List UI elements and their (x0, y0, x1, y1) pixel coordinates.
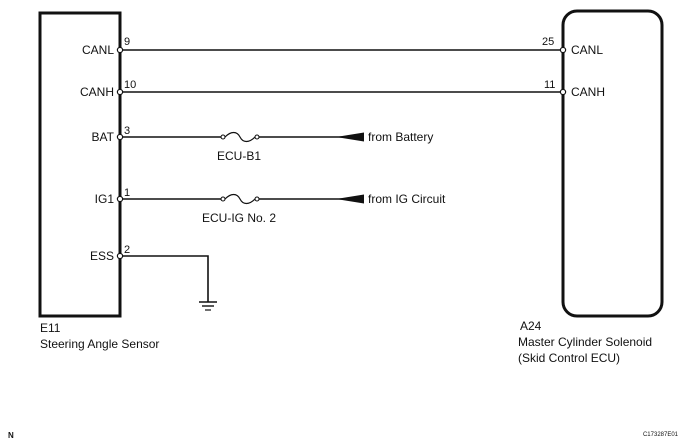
terminal-canh-right (559, 88, 567, 96)
fuse-ecu-b1-symbol (224, 131, 256, 143)
steering-angle-sensor-box (38, 11, 122, 318)
left-component-code: E11 (40, 321, 61, 335)
fuse-ecu-b1-terminal-right (254, 134, 260, 140)
terminal-canl-left (116, 46, 124, 54)
pin-label-ess: ESS (90, 249, 114, 263)
right-component-code: A24 (520, 319, 542, 333)
pin-number-3: 3 (124, 125, 130, 137)
pin-label-canh-left: CANH (80, 85, 114, 99)
arrow-from-battery-icon (336, 132, 364, 142)
pin-label-canl-right: CANL (571, 43, 603, 57)
left-component-name: Steering Angle Sensor (40, 337, 159, 351)
source-from-battery: from Battery (368, 130, 433, 144)
fuse-ecu-ig-terminal-right (254, 196, 260, 202)
pin-label-canl-left: CANL (82, 43, 114, 57)
pin-label-bat: BAT (92, 130, 115, 144)
figure-id: C173287E01 (643, 432, 679, 438)
pin-number-10: 10 (124, 79, 136, 91)
terminal-ig1 (116, 195, 124, 203)
pin-number-11: 11 (544, 79, 555, 91)
pin-number-2: 2 (124, 244, 130, 256)
fuse-label-ecu-ig-no-2: ECU-IG No. 2 (202, 211, 276, 225)
corner-mark: N (8, 431, 14, 440)
right-component-name-line1: Master Cylinder Solenoid (518, 335, 652, 349)
pin-label-canh-right: CANH (571, 85, 605, 99)
fuse-ecu-ig-symbol (224, 193, 256, 205)
pin-label-ig1: IG1 (95, 192, 115, 206)
fuse-ecu-b1-terminal-left (220, 134, 226, 140)
terminal-ess (116, 252, 124, 260)
ground-icon (199, 301, 217, 311)
source-from-ig-circuit: from IG Circuit (368, 192, 446, 206)
terminal-bat (116, 133, 124, 141)
terminal-canh-left (116, 88, 124, 96)
skid-control-ecu-box (561, 9, 664, 318)
fuse-label-ecu-b1: ECU-B1 (217, 149, 261, 163)
terminal-canl-right (559, 46, 567, 54)
pin-number-1: 1 (124, 187, 130, 199)
fuse-ecu-ig-terminal-left (220, 196, 226, 202)
arrow-from-ig-circuit-icon (336, 194, 364, 204)
ess-wire (123, 255, 209, 302)
right-component-name-line2: (Skid Control ECU) (518, 351, 620, 365)
pin-number-25: 25 (542, 36, 554, 48)
pin-number-9: 9 (124, 36, 130, 48)
